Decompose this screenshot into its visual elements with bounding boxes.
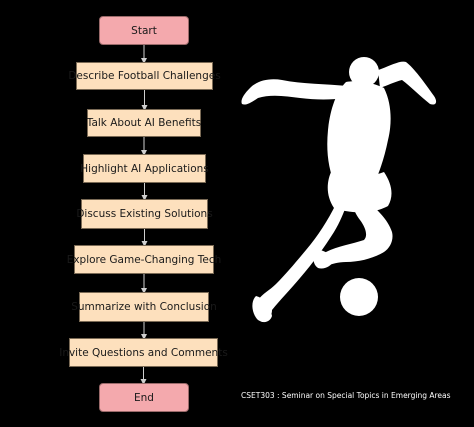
- talk-about-ai-benefits-node: Talk About AI Benefits: [87, 109, 201, 137]
- discuss-existing-solutions-node: Discuss Existing Solutions: [76, 199, 213, 229]
- discuss-label: Discuss Existing Solutions: [76, 208, 213, 220]
- explore-label: Explore Game-Changing Tech: [66, 253, 222, 266]
- talk-label: Talk About AI Benefits: [86, 117, 202, 129]
- invite-questions-node: Invite Questions and Comments: [59, 338, 228, 367]
- summarize-label: Summarize with Conclusion: [71, 301, 217, 313]
- highlight-label: Highlight AI Applications: [80, 162, 209, 175]
- describe-label: Describe Football Challenges: [68, 70, 221, 82]
- start-label: Start: [131, 24, 157, 37]
- end-node: End: [99, 383, 189, 412]
- invite-label: Invite Questions and Comments: [59, 346, 228, 359]
- start-node: Start: [99, 16, 189, 45]
- explore-game-changing-tech-node: Explore Game-Changing Tech: [67, 245, 221, 274]
- course-footer: CSET303 : Seminar on Special Topics in E…: [241, 391, 451, 400]
- end-label: End: [134, 391, 154, 404]
- soccer-ball-icon: [340, 278, 378, 316]
- describe-football-challenges-node: Describe Football Challenges: [68, 62, 221, 90]
- highlight-ai-applications-node: Highlight AI Applications: [80, 154, 209, 183]
- summarize-with-conclusion-node: Summarize with Conclusion: [71, 292, 217, 322]
